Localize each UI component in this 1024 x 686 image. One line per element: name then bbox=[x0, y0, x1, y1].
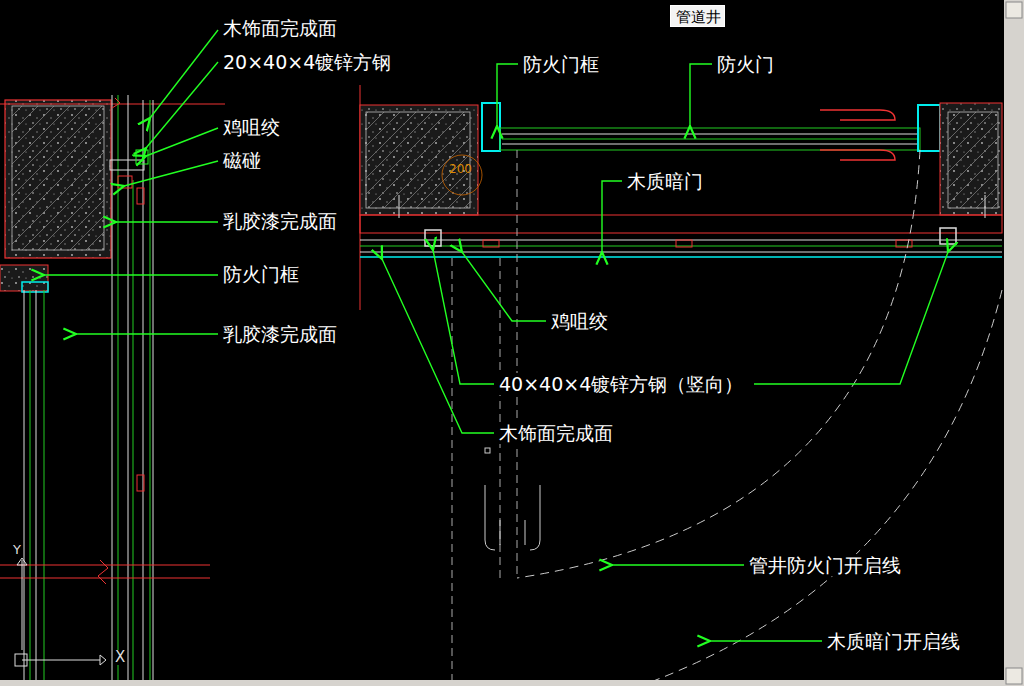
callout-label: 鸡咀绞 bbox=[222, 116, 281, 138]
callout-label: 木饰面完成面 bbox=[498, 422, 614, 444]
drawing-mark: Y bbox=[12, 542, 22, 557]
leader-line bbox=[612, 564, 744, 565]
leader-line bbox=[116, 221, 218, 222]
callout-label: 磁碰 bbox=[222, 149, 262, 171]
drawing-mark: X bbox=[114, 650, 126, 665]
callout-label: 管井防火门开启线 bbox=[748, 554, 902, 576]
callout-label: 防火门框 bbox=[522, 53, 600, 75]
room-tag: 管道井 bbox=[670, 5, 725, 27]
callout-label: 木饰面完成面 bbox=[222, 17, 338, 39]
callout-label: 20×40×4镀锌方钢 bbox=[222, 51, 392, 73]
leader-line bbox=[690, 64, 712, 126]
room-tag-text: 管道井 bbox=[676, 8, 719, 26]
callout-label: 鸡咀绞 bbox=[550, 310, 609, 332]
callout-label: 乳胶漆完成面 bbox=[222, 210, 338, 232]
leader-line bbox=[146, 62, 218, 148]
leader-line bbox=[76, 333, 218, 334]
callout-label: 40×40×4镀锌方钢（竖向） bbox=[498, 373, 744, 395]
leader-line bbox=[433, 250, 494, 384]
callout-label: 木质暗门 bbox=[626, 170, 704, 192]
leader-line bbox=[602, 181, 622, 252]
leader-line bbox=[462, 252, 546, 321]
left-section bbox=[0, 95, 225, 686]
callout-label: 防火门 bbox=[716, 53, 775, 75]
leader-line bbox=[754, 252, 948, 384]
callout-label: 防火门框 bbox=[222, 263, 300, 285]
right-section bbox=[360, 85, 1002, 686]
drawing-mark: 200 bbox=[448, 162, 473, 177]
leader-line bbox=[44, 274, 218, 275]
leader-lines bbox=[44, 30, 948, 641]
leader-line bbox=[710, 640, 822, 641]
callout-label: 木质暗门开启线 bbox=[826, 630, 961, 652]
callout-label: 乳胶漆完成面 bbox=[222, 323, 338, 345]
leader-line bbox=[146, 128, 218, 156]
leader-line bbox=[382, 259, 494, 433]
leader-line bbox=[124, 161, 218, 186]
leader-line bbox=[497, 64, 518, 126]
